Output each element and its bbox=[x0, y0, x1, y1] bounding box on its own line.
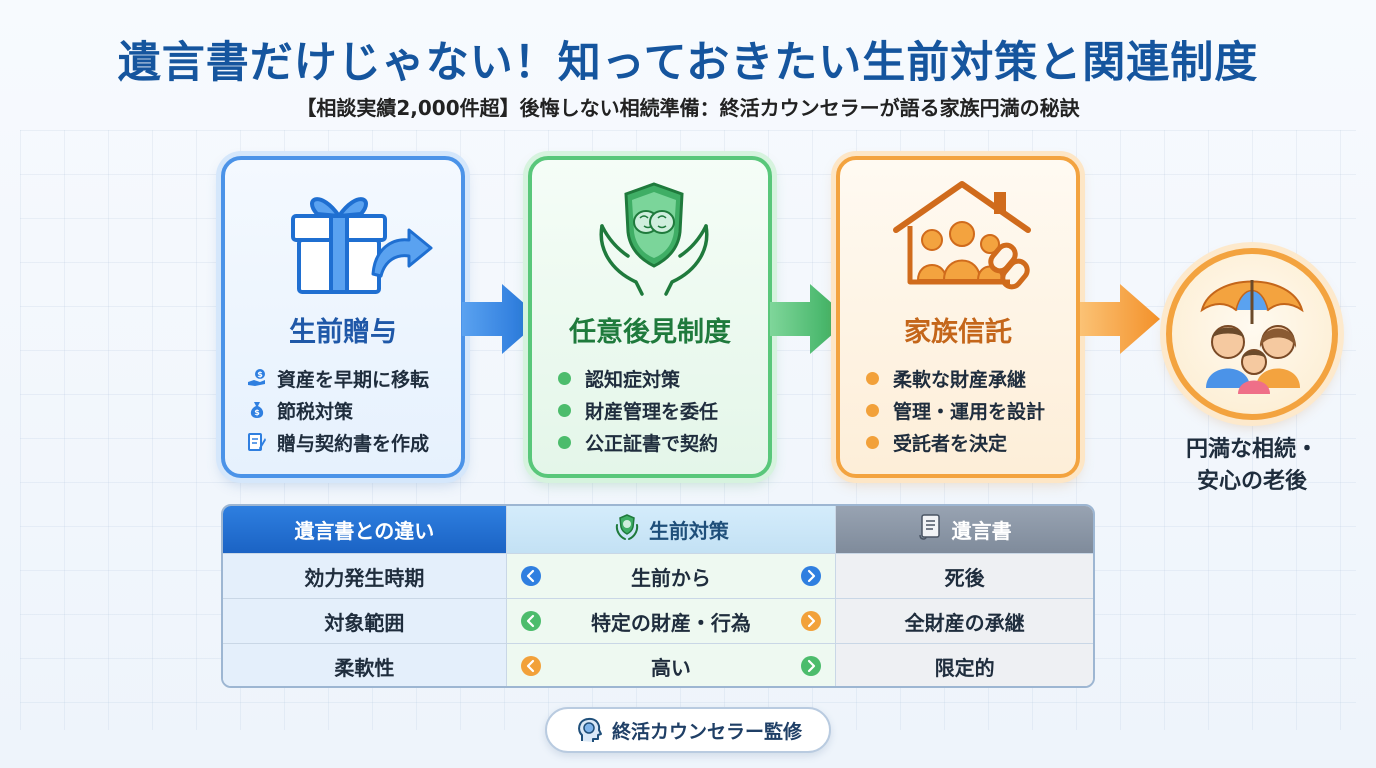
card-lifetime-gift: 生前贈与 $ 資産を早期に移転 $ 節税対策 贈与契約書を作成 bbox=[221, 156, 465, 478]
header-cell-will: 遺言書 bbox=[835, 506, 1093, 553]
row-label: 効力発生時期 bbox=[223, 554, 506, 598]
row-will-value: 全財産の承継 bbox=[835, 599, 1093, 643]
card-list: 柔軟な財産承継 管理・運用を設計 受託者を決定 bbox=[862, 362, 1045, 458]
house-family-link-icon bbox=[840, 178, 1076, 298]
list-item: 管理・運用を設計 bbox=[862, 394, 1045, 426]
bullet-dot-icon bbox=[866, 403, 879, 417]
card-list: 認知症対策 財産管理を委任 公正証書で契約 bbox=[554, 362, 718, 458]
bullet-dot-icon bbox=[866, 435, 879, 449]
row-pre-value: 特定の財産・行為 bbox=[505, 599, 836, 643]
header-cell-pre-planning: 生前対策 bbox=[505, 506, 836, 553]
list-item-text: 柔軟な財産承継 bbox=[893, 368, 1027, 391]
header-label: 生前対策 bbox=[648, 519, 729, 543]
list-item: $ 資産を早期に移転 bbox=[247, 362, 429, 394]
family-umbrella-icon bbox=[1200, 280, 1304, 394]
brain-shield-hands-icon bbox=[613, 513, 641, 546]
list-item-text: 財産管理を委任 bbox=[585, 400, 719, 423]
document-pen-icon bbox=[247, 432, 267, 452]
table-row: 柔軟性 高い 限定的 bbox=[223, 643, 1093, 686]
header-label: 遺言書 bbox=[951, 519, 1012, 543]
list-item-text: 公正証書で契約 bbox=[585, 432, 719, 455]
arrow-right-icon bbox=[801, 566, 822, 586]
card-title: 家族信託 bbox=[904, 317, 1012, 348]
goal-label-line2: 安心の老後 bbox=[1196, 469, 1307, 494]
list-item: $ 節税対策 bbox=[247, 394, 429, 426]
list-item-text: 節税対策 bbox=[277, 400, 354, 423]
card-title: 生前贈与 bbox=[289, 317, 397, 348]
head-brain-icon bbox=[578, 717, 602, 742]
list-item-text: 管理・運用を設計 bbox=[893, 400, 1046, 423]
page-subtitle: 【相談実績2,000件超】後悔しない相続準備：終活カウンセラーが語る家族円満の秘… bbox=[296, 96, 1080, 120]
card-voluntary-guardianship: 任意後見制度 認知症対策 財産管理を委任 公正証書で契約 bbox=[528, 156, 772, 478]
row-pre-value: 生前から bbox=[505, 554, 836, 598]
arrow-left-icon bbox=[520, 656, 541, 676]
svg-text:$: $ bbox=[257, 370, 263, 379]
goal-circle bbox=[1166, 248, 1338, 420]
arrow-right-icon bbox=[801, 611, 822, 631]
row-label: 対象範囲 bbox=[223, 599, 506, 643]
bullet-dot-icon bbox=[558, 403, 571, 417]
list-item-text: 贈与契約書を作成 bbox=[277, 432, 430, 455]
gift-arrow-icon bbox=[225, 178, 461, 298]
card-list: $ 資産を早期に移転 $ 節税対策 贈与契約書を作成 bbox=[247, 362, 429, 458]
money-bag-icon: $ bbox=[247, 400, 267, 420]
row-pre-text: 高い bbox=[650, 655, 691, 680]
flow-arrow-icon bbox=[770, 284, 850, 354]
row-pre-text: 生前から bbox=[630, 565, 711, 590]
badge-label: 終活カウンセラー監修 bbox=[611, 720, 802, 743]
arrow-left-icon bbox=[520, 611, 541, 631]
table-row: 対象範囲 特定の財産・行為 全財産の承継 bbox=[223, 598, 1093, 643]
list-item: 公正証書で契約 bbox=[554, 426, 718, 458]
bullet-dot-icon bbox=[866, 371, 879, 385]
list-item-text: 資産を早期に移転 bbox=[277, 368, 430, 391]
bullet-dot-icon bbox=[558, 371, 571, 385]
svg-text:$: $ bbox=[254, 408, 260, 417]
flow-arrow-icon bbox=[1080, 284, 1160, 354]
list-item: 贈与契約書を作成 bbox=[247, 426, 429, 458]
comparison-table: 遺言書との違い 生前対策 遺言書 効力発生時期 生前から 死後 対象範囲 特定の… bbox=[221, 504, 1095, 688]
card-family-trust: 家族信託 柔軟な財産承継 管理・運用を設計 受託者を決定 bbox=[836, 156, 1080, 478]
list-item: 柔軟な財産承継 bbox=[862, 362, 1045, 394]
row-pre-value: 高い bbox=[505, 644, 836, 686]
header-cell-difference: 遺言書との違い bbox=[223, 506, 506, 553]
brain-shield-hands-icon bbox=[532, 178, 768, 298]
card-title: 任意後見制度 bbox=[569, 317, 731, 348]
page-title: 遺言書だけじゃない！知っておきたい生前対策と関連制度 bbox=[117, 38, 1259, 88]
list-item: 受託者を決定 bbox=[862, 426, 1045, 458]
table-header-row: 遺言書との違い 生前対策 遺言書 bbox=[223, 506, 1093, 553]
row-will-value: 限定的 bbox=[835, 644, 1093, 686]
table-row: 効力発生時期 生前から 死後 bbox=[223, 553, 1093, 598]
list-item-text: 認知症対策 bbox=[585, 368, 681, 391]
list-item: 財産管理を委任 bbox=[554, 394, 718, 426]
arrow-right-icon bbox=[801, 656, 822, 676]
row-will-value: 死後 bbox=[835, 554, 1093, 598]
hand-coin-icon: $ bbox=[247, 368, 267, 388]
supervision-badge: 終活カウンセラー監修 bbox=[545, 707, 831, 753]
flow-arrow-icon bbox=[462, 284, 542, 354]
row-label: 柔軟性 bbox=[223, 644, 506, 686]
goal-label-line1: 円満な相続・ bbox=[1185, 437, 1318, 462]
list-item-text: 受託者を決定 bbox=[893, 432, 1008, 455]
arrow-left-icon bbox=[520, 566, 541, 586]
scroll-icon bbox=[918, 513, 944, 546]
list-item: 認知症対策 bbox=[554, 362, 718, 394]
row-pre-text: 特定の財産・行為 bbox=[590, 610, 751, 635]
bullet-dot-icon bbox=[558, 435, 571, 449]
goal-label: 円満な相続・ 安心の老後 bbox=[1166, 434, 1338, 498]
